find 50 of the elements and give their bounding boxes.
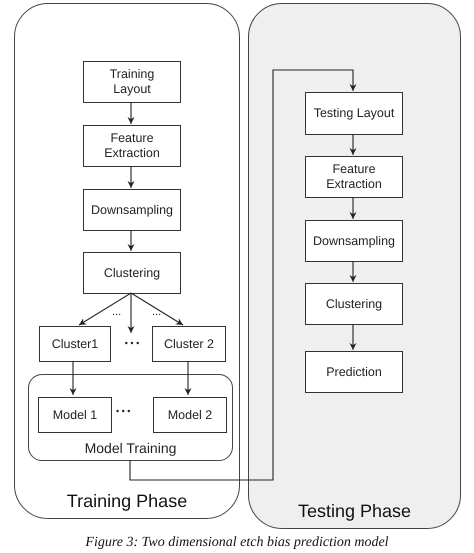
arrow [130,292,184,326]
phase-title: Training Phase [66,491,188,512]
arrow [350,261,356,282]
process-box [305,92,403,135]
box-label: Downsampling [91,202,173,218]
phase-title: Testing Phase [298,501,412,522]
process-box [305,156,403,198]
figure-caption: Figure 3: Two dimensional etch bias prediction model [84,535,390,551]
group-title: Model Training [84,440,176,456]
arrow [350,197,356,219]
arrow [128,166,134,188]
process-box [83,125,181,167]
process-box [305,283,403,325]
arrow [128,230,134,251]
ellipsis-text: • • • [124,338,140,348]
box-label: Cluster 2 [164,336,214,352]
arrow [129,69,356,481]
arrow [70,361,76,395]
process-box [83,189,181,231]
ellipsis-label: ... [152,306,162,318]
arrow [184,361,192,395]
process-box [305,220,403,262]
arrow [128,293,134,333]
box-label: Testing Layout [314,106,394,121]
box-label: Downsampling [313,234,395,248]
process-box [38,397,112,433]
process-box [153,397,227,433]
box-label: Clustering [104,266,160,280]
phase-panel [14,3,240,519]
box-label: Feature Extraction [325,162,383,192]
group-box [28,374,233,461]
ellipsis-dots: • • • [116,406,130,416]
process-box [152,326,226,362]
box-label: Model 2 [168,408,212,422]
box-label: Feature Extraction [103,131,161,161]
phase-panel [248,3,461,529]
box-label: Model 1 [52,408,98,422]
ellipsis-label: ... [112,306,122,318]
process-box [83,252,181,294]
box-label: Cluster1 [52,336,98,352]
box-label: Prediction [326,364,382,380]
arrow [128,102,134,124]
arrow [350,134,356,155]
process-box [39,326,111,362]
arrow [78,292,132,326]
process-box [83,61,181,103]
box-label: Training Layout [108,67,156,97]
process-box [305,351,403,393]
box-label: Clustering [326,296,382,312]
arrow [350,324,356,350]
